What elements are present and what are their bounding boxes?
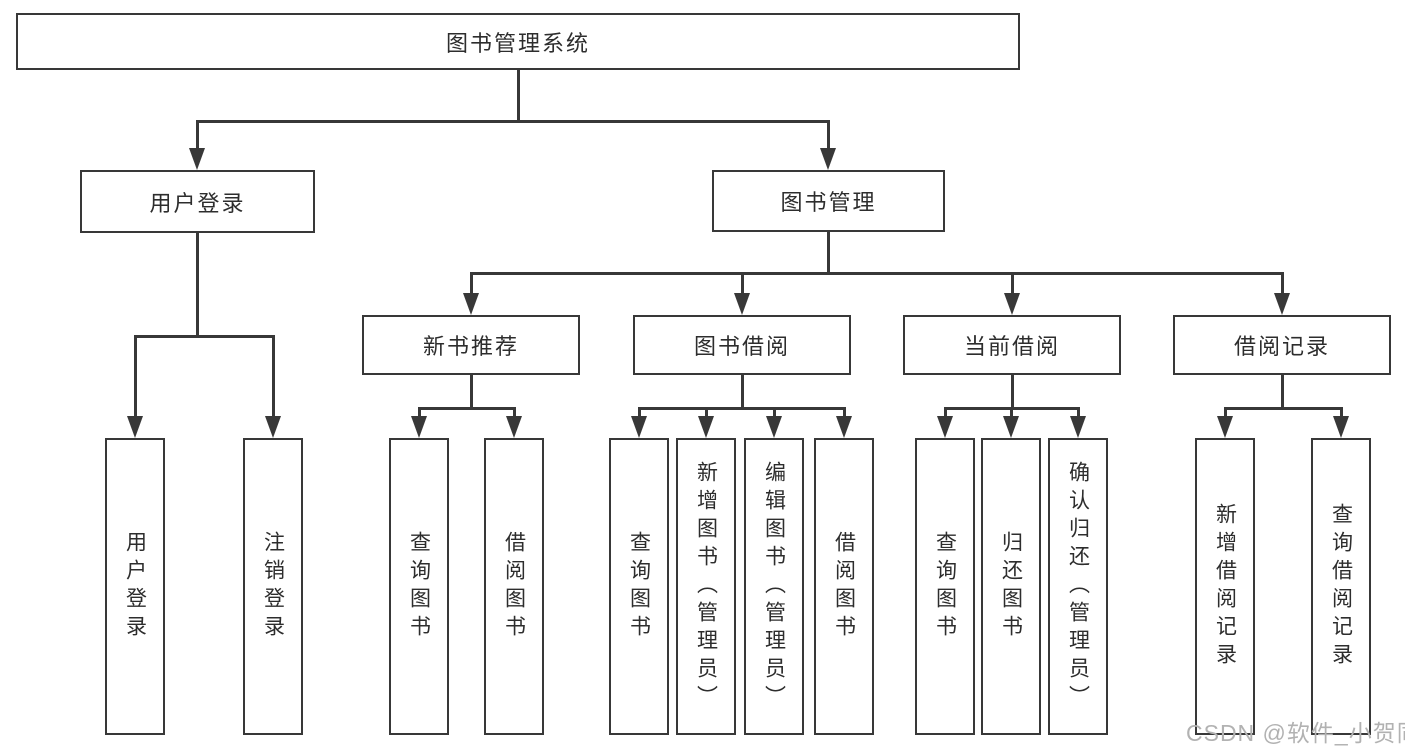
arrowhead-leaf xyxy=(698,416,714,438)
connector-book-management-stem xyxy=(827,231,830,273)
connector-new-books-stem xyxy=(470,374,473,408)
leaf-label: 查询图书 xyxy=(933,530,957,643)
arrowhead-leaf xyxy=(631,416,647,438)
leaf-label: 编辑图书（管理员） xyxy=(762,460,786,713)
leaf-label: 用户登录 xyxy=(123,530,147,643)
arrowhead-leaf-user-login xyxy=(127,416,143,438)
arrowhead-leaf xyxy=(411,416,427,438)
connector-rail-user-login xyxy=(134,335,274,338)
connector-leaf xyxy=(1224,407,1227,418)
leaf-borrow-books-borrowing: 借阅图书 xyxy=(814,438,874,735)
node-book-management: 图书管理 xyxy=(712,170,945,232)
connector-rail-level2 xyxy=(196,120,830,123)
arrowhead-user-login xyxy=(189,148,205,170)
connector-to-user-login xyxy=(196,120,199,150)
leaf-label: 新增图书（管理员） xyxy=(694,460,718,713)
leaf-confirm-return-admin: 确认归还（管理员） xyxy=(1048,438,1108,735)
arrowhead-new-books xyxy=(463,293,479,315)
leaf-add-borrow-record: 新增借阅记录 xyxy=(1195,438,1255,735)
leaf-query-books-current: 查询图书 xyxy=(915,438,975,735)
leaf-return-books: 归还图书 xyxy=(981,438,1041,735)
leaf-add-books-admin: 新增图书（管理员） xyxy=(676,438,736,735)
connector-leaf xyxy=(944,407,947,418)
leaf-label: 新增借阅记录 xyxy=(1213,502,1237,671)
connector-leaf xyxy=(705,407,708,418)
connector-rail-new-books xyxy=(418,407,515,410)
leaf-query-books-borrowing: 查询图书 xyxy=(609,438,669,735)
node-user-login: 用户登录 xyxy=(80,170,315,233)
arrowhead-leaf xyxy=(1003,416,1019,438)
arrowhead-leaf xyxy=(836,416,852,438)
arrowhead-leaf-logout xyxy=(265,416,281,438)
connector-root-stem xyxy=(517,70,520,121)
leaf-user-login: 用户登录 xyxy=(105,438,165,735)
connector-to-leaf-logout xyxy=(272,335,275,417)
arrowhead-book-borrowing xyxy=(734,293,750,315)
connector-leaf xyxy=(638,407,641,418)
connector-to-book-borrowing xyxy=(741,272,744,294)
arrowhead-leaf xyxy=(506,416,522,438)
node-label: 图书管理系统 xyxy=(445,30,590,56)
leaf-label: 借阅图书 xyxy=(832,530,856,643)
leaf-borrow-books-newbooks: 借阅图书 xyxy=(484,438,544,735)
leaf-query-borrow-record: 查询借阅记录 xyxy=(1311,438,1371,735)
connector-borrow-records-stem xyxy=(1281,374,1284,408)
connector-leaf xyxy=(1340,407,1343,418)
leaf-logout: 注销登录 xyxy=(243,438,303,735)
connector-to-book-management xyxy=(827,120,830,150)
leaf-query-books-newbooks: 查询图书 xyxy=(389,438,449,735)
node-label: 当前借阅 xyxy=(963,334,1060,359)
connector-leaf xyxy=(1077,407,1080,418)
arrowhead-borrow-records xyxy=(1274,293,1290,315)
leaf-label: 借阅图书 xyxy=(502,530,526,643)
connector-leaf xyxy=(513,407,516,418)
connector-leaf xyxy=(773,407,776,418)
node-new-book-recommendation: 新书推荐 xyxy=(362,315,580,375)
connector-current-borrowing-stem xyxy=(1011,374,1014,408)
leaf-label: 确认归还（管理员） xyxy=(1066,460,1090,713)
node-book-borrowing: 图书借阅 xyxy=(633,315,851,375)
node-label: 借阅记录 xyxy=(1233,334,1330,359)
connector-leaf xyxy=(418,407,421,418)
arrowhead-leaf xyxy=(1333,416,1349,438)
connector-to-leaf-user-login xyxy=(134,335,137,417)
leaf-label: 归还图书 xyxy=(999,530,1023,643)
arrowhead-leaf xyxy=(1070,416,1086,438)
connector-book-borrowing-stem xyxy=(741,374,744,408)
arrowhead-book-management xyxy=(820,148,836,170)
connector-rail-level3 xyxy=(470,272,1283,275)
connector-to-current-borrowing xyxy=(1011,272,1014,294)
arrowhead-leaf xyxy=(766,416,782,438)
connector-to-borrow-records xyxy=(1281,272,1284,294)
node-label: 图书管理 xyxy=(780,190,877,215)
leaf-label: 查询借阅记录 xyxy=(1329,502,1353,671)
node-current-borrowing: 当前借阅 xyxy=(903,315,1121,375)
connector-user-login-stem xyxy=(196,232,199,335)
arrowhead-leaf xyxy=(1217,416,1233,438)
arrowhead-leaf xyxy=(937,416,953,438)
leaf-label: 查询图书 xyxy=(407,530,431,643)
connector-to-new-books xyxy=(470,272,473,294)
arrowhead-current-borrowing xyxy=(1004,293,1020,315)
node-label: 图书借阅 xyxy=(693,334,790,359)
node-borrow-records: 借阅记录 xyxy=(1173,315,1391,375)
node-label: 用户登录 xyxy=(149,190,246,216)
connector-leaf xyxy=(843,407,846,418)
connector-rail-book-borrowing xyxy=(638,407,845,410)
watermark: CSDN @软件_小贺同学 xyxy=(1186,720,1405,746)
connector-rail-borrow-records xyxy=(1224,407,1342,410)
node-label: 新书推荐 xyxy=(422,334,519,359)
connector-leaf xyxy=(1010,407,1013,418)
node-library-management-system: 图书管理系统 xyxy=(16,13,1020,70)
leaf-edit-books-admin: 编辑图书（管理员） xyxy=(744,438,804,735)
leaf-label: 查询图书 xyxy=(627,530,651,643)
leaf-label: 注销登录 xyxy=(261,530,285,643)
